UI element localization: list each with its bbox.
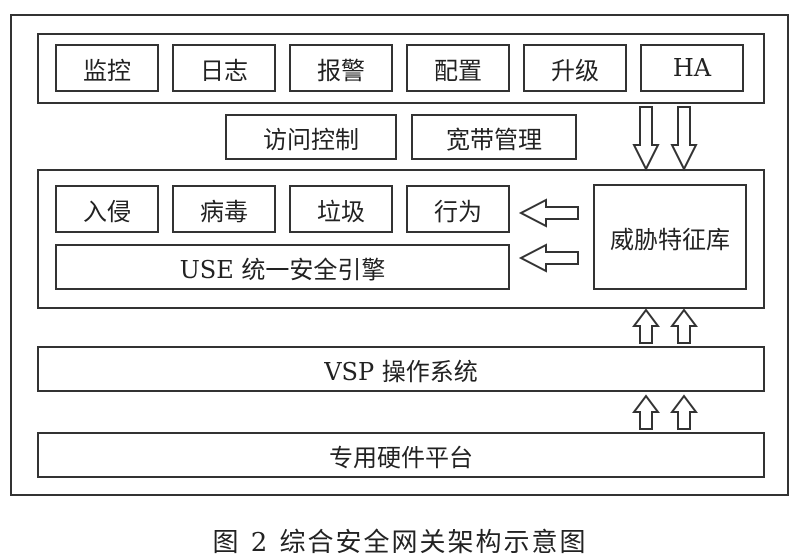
left-arrow-icon [518,198,579,228]
down-arrow-icon [670,106,698,172]
module-monitoring: 监控 [55,44,159,92]
unified-security-engine: USE 统一安全引擎 [55,244,510,290]
module-spam: 垃圾 [289,185,393,233]
up-arrow-icon [632,394,660,430]
module-upgrade: 升级 [523,44,627,92]
module-intrusion: 入侵 [55,185,159,233]
module-ha: HA [640,44,744,92]
threat-signature-database: 威胁特征库 [593,184,747,290]
dedicated-hardware-platform: 专用硬件平台 [37,432,765,478]
module-access-control: 访问控制 [225,114,397,160]
down-arrow-icon [632,106,660,172]
vsp-operating-system: VSP 操作系统 [37,346,765,392]
module-behavior: 行为 [406,185,510,233]
up-arrow-icon [670,394,698,430]
module-logging: 日志 [172,44,276,92]
up-arrow-icon [632,308,660,344]
module-configuration: 配置 [406,44,510,92]
figure-caption: 图 2 综合安全网关架构示意图 [212,528,588,558]
module-bandwidth-management: 宽带管理 [411,114,577,160]
up-arrow-icon [670,308,698,344]
left-arrow-icon [518,243,579,273]
module-virus: 病毒 [172,185,276,233]
module-alerting: 报警 [289,44,393,92]
